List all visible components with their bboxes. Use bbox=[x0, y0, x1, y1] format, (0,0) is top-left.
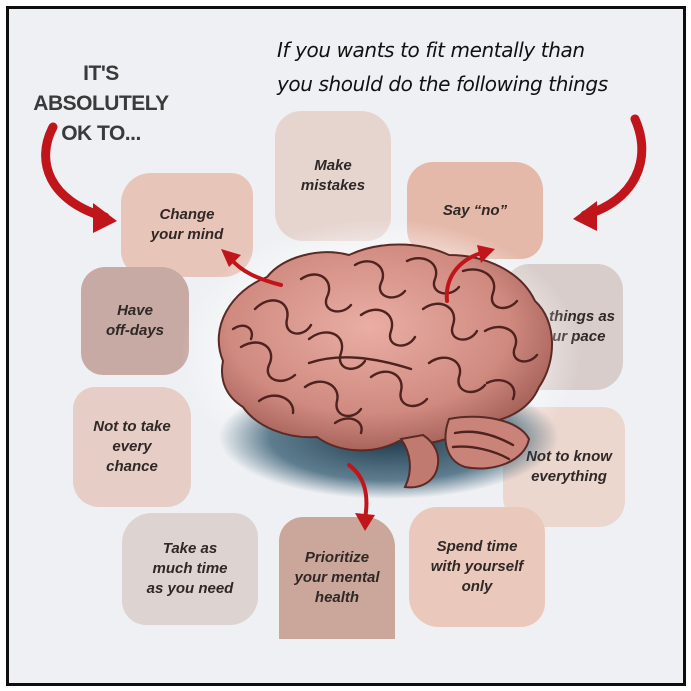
arrow-head-say-no bbox=[477, 245, 495, 263]
its-ok-heading: IT'S ABSOLUTELY OK TO... bbox=[17, 59, 185, 149]
card-text: your mind bbox=[150, 226, 224, 243]
its-ok-heading-line3: OK TO... bbox=[61, 122, 141, 145]
card-text: Spend time bbox=[436, 538, 518, 555]
card-text: much time bbox=[152, 560, 228, 577]
arrow-head-right-heading bbox=[573, 201, 597, 231]
arrow-head-left-heading bbox=[93, 203, 117, 233]
card-take-time: Take as much time as you need bbox=[122, 513, 258, 625]
its-ok-heading-line1: IT'S bbox=[83, 62, 119, 85]
mental-fitness-heading-line1: If you wants to fit mentally than bbox=[277, 38, 585, 62]
infographic-frame: IT'S ABSOLUTELY OK TO... If you wants to… bbox=[6, 6, 686, 686]
card-text: chance bbox=[106, 458, 158, 475]
card-text: Change bbox=[159, 206, 215, 223]
card-spend-time-yourself: Spend time with yourself only bbox=[409, 507, 545, 627]
card-text: Prioritize bbox=[304, 549, 370, 566]
brain-cerebellum bbox=[444, 415, 531, 470]
card-text: Have bbox=[117, 302, 153, 319]
card-text: as you need bbox=[146, 580, 234, 597]
arrow-head-change-mind bbox=[221, 249, 241, 267]
arrow-left-heading bbox=[41, 122, 110, 222]
card-text: only bbox=[461, 578, 493, 595]
arrow-to-mental-health bbox=[347, 463, 369, 521]
card-text: Make bbox=[314, 157, 352, 174]
card-text: everything bbox=[531, 468, 607, 485]
mental-fitness-heading: If you wants to fit mentally than you sh… bbox=[277, 33, 675, 101]
card-text: with yourself bbox=[430, 558, 524, 575]
arrow-right-heading bbox=[580, 114, 647, 220]
mental-fitness-heading-line2: you should do the following things bbox=[277, 72, 608, 96]
brain-stem bbox=[399, 433, 440, 489]
its-ok-heading-line2: ABSOLUTELY bbox=[33, 92, 169, 115]
card-text: Take as bbox=[162, 540, 218, 557]
card-text: off-days bbox=[105, 322, 165, 339]
arrow-head-mental-health bbox=[355, 513, 375, 531]
card-text: health bbox=[314, 589, 360, 606]
brain-illustration bbox=[41, 114, 647, 531]
card-prioritize-mental-health: Prioritize your mental health bbox=[279, 517, 395, 639]
card-text: every bbox=[112, 438, 152, 455]
card-text: mistakes bbox=[300, 177, 366, 194]
card-text: your mental bbox=[294, 569, 380, 586]
brain-cerebrum bbox=[217, 243, 554, 452]
arrow-to-say-no bbox=[444, 251, 483, 303]
card-not-every-chance: Not to take every chance bbox=[73, 387, 191, 507]
card-have-off-days: Have off-days bbox=[81, 267, 189, 375]
card-text: Not to take bbox=[93, 418, 171, 435]
card-text: Say “no” bbox=[442, 201, 508, 219]
